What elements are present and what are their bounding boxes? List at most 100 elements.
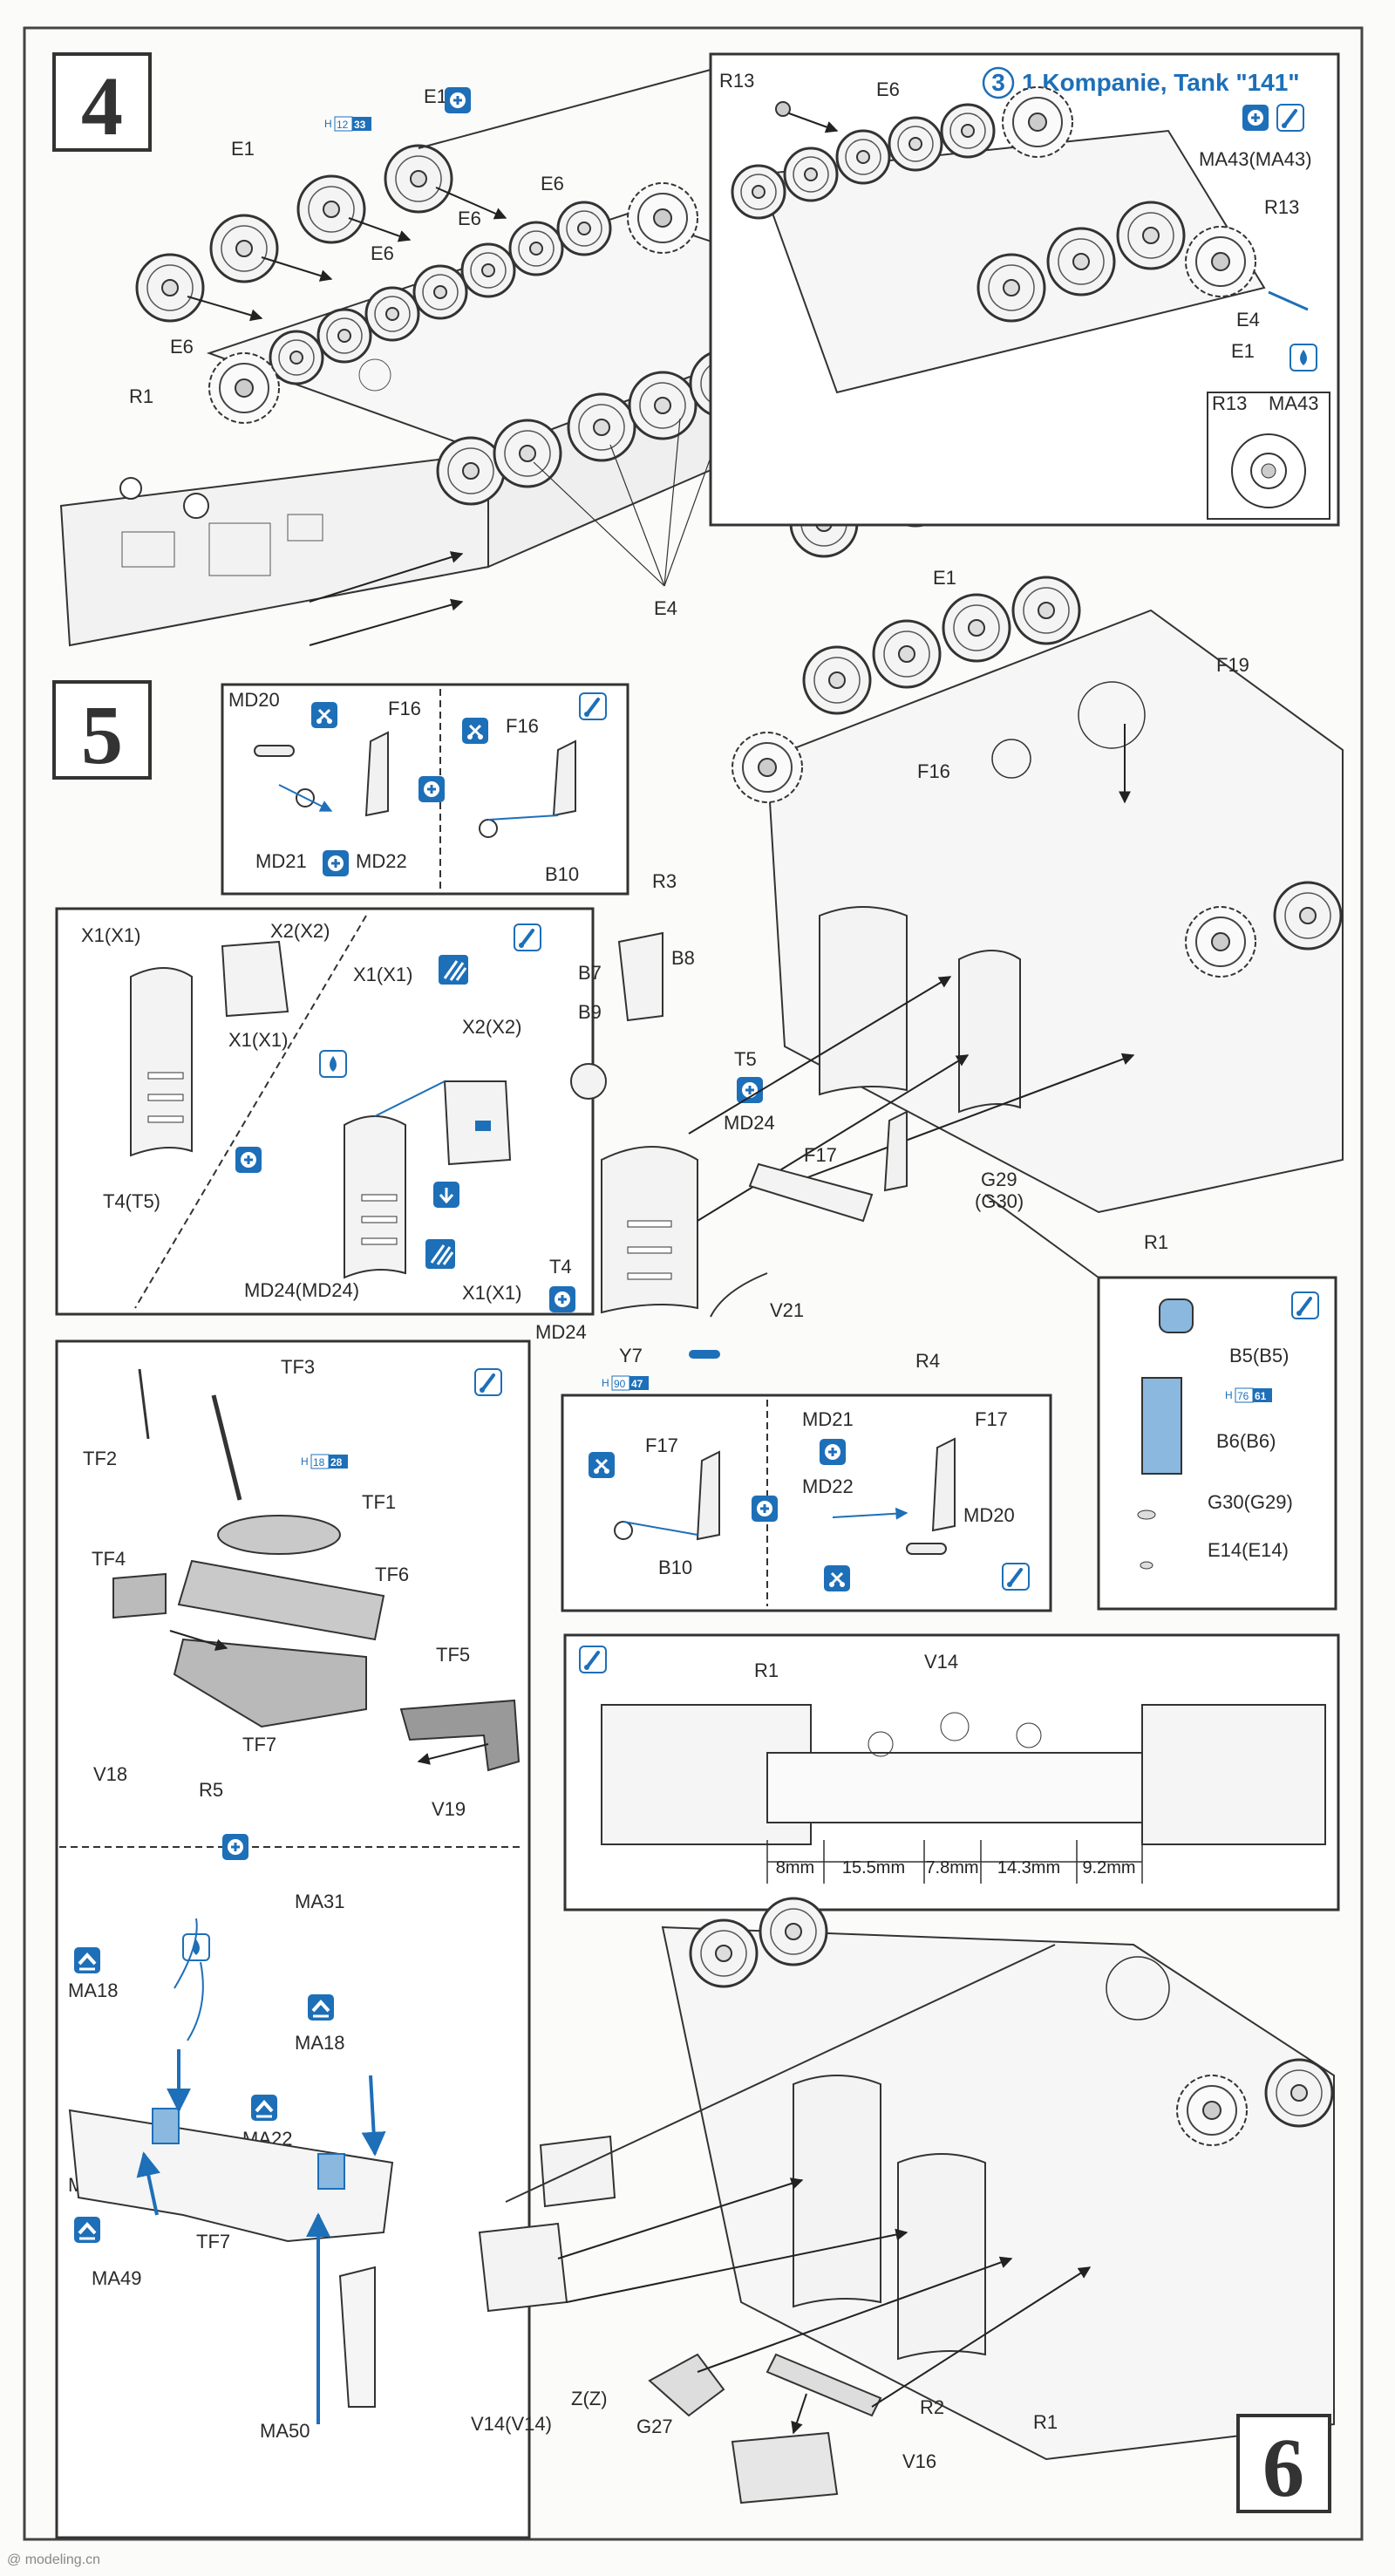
paint-ref-h76: H 76 61 bbox=[1225, 1387, 1272, 1403]
label-v18: V18 bbox=[93, 1763, 127, 1785]
part-t4-drawing bbox=[601, 1146, 698, 1314]
idler-wheel bbox=[208, 352, 280, 424]
hull-rear-s5 bbox=[766, 609, 1344, 1214]
label-r13-b: R13 bbox=[1264, 196, 1299, 218]
label-g30g29: G30(G29) bbox=[1208, 1491, 1293, 1513]
label-f16-b: F16 bbox=[506, 715, 539, 737]
label-ma31: MA31 bbox=[295, 1891, 344, 1912]
paint-ref-h90: H 90 47 bbox=[602, 1375, 649, 1391]
label-f17-a: F17 bbox=[645, 1435, 678, 1456]
label-b9: B9 bbox=[578, 1001, 602, 1023]
inset-f16: MD20 F16 MD21 MD22 F16 B10 bbox=[221, 683, 629, 896]
label-md21: MD21 bbox=[255, 850, 307, 872]
svg-text:12: 12 bbox=[337, 119, 349, 131]
label-g29: G29 bbox=[981, 1169, 1017, 1190]
watermark: @ modeling.cn bbox=[7, 2552, 100, 2567]
label-ma49: MA49 bbox=[92, 2267, 141, 2289]
label-x2-a: X2(X2) bbox=[270, 920, 330, 942]
label-v16: V16 bbox=[902, 2450, 936, 2472]
step-5-number: 5 bbox=[81, 688, 123, 781]
label-e4: E4 bbox=[654, 597, 677, 619]
step-5-box bbox=[52, 680, 152, 780]
label-e6-b: E6 bbox=[371, 242, 394, 264]
label-b7: B7 bbox=[578, 962, 602, 984]
label-x2-b: X2(X2) bbox=[462, 1016, 521, 1038]
step-4-number: 4 bbox=[81, 59, 123, 153]
label-v14v14: V14(V14) bbox=[471, 2413, 552, 2435]
inset-travel-lock: TF2 TF3 H 18 28 TF1 TF4 TF6 TF5 TF7 V18 … bbox=[55, 1339, 531, 2539]
svg-text:76: 76 bbox=[1237, 1390, 1249, 1402]
label-tf6: TF6 bbox=[375, 1564, 409, 1585]
label-b5: B5(B5) bbox=[1229, 1345, 1289, 1366]
label-g30-paren: (G30) bbox=[975, 1190, 1024, 1212]
label-y7: Y7 bbox=[619, 1345, 643, 1366]
label-md21-b: MD21 bbox=[802, 1408, 854, 1430]
label-f17-main: F17 bbox=[804, 1144, 837, 1166]
label-tf4: TF4 bbox=[92, 1548, 126, 1570]
svg-text:H: H bbox=[602, 1377, 609, 1389]
svg-text:33: 33 bbox=[354, 119, 366, 131]
label-r13-a: R13 bbox=[719, 70, 754, 92]
label-ma43-paren: MA43(MA43) bbox=[1199, 148, 1312, 170]
label-e1-a: E1 bbox=[231, 138, 255, 160]
inset-t4: X1(X1) X2(X2) X1(X1) T4(T5) X1(X1) X2(X2… bbox=[55, 907, 595, 1316]
dim-3: 7.8mm bbox=[925, 1858, 978, 1877]
page-frame bbox=[23, 26, 1364, 2541]
label-e1-inset: E1 bbox=[1231, 340, 1255, 362]
label-e14: E14(E14) bbox=[1208, 1539, 1289, 1561]
label-r5: R5 bbox=[199, 1779, 223, 1801]
kompanie-title: 1.Kompanie, Tank "141" bbox=[1022, 69, 1300, 96]
label-md24-a: MD24 bbox=[724, 1112, 775, 1134]
svg-text:61: 61 bbox=[1255, 1390, 1267, 1402]
label-b6: B6(B6) bbox=[1216, 1430, 1276, 1452]
paint-ref-h12: H 12 33 bbox=[324, 116, 371, 132]
label-g27: G27 bbox=[636, 2416, 673, 2437]
label-e1-b: E1 bbox=[424, 85, 447, 107]
label-v19: V19 bbox=[432, 1798, 466, 1820]
label-md24-b: MD24 bbox=[535, 1321, 587, 1343]
label-z: Z(Z) bbox=[571, 2388, 608, 2409]
label-x1-d: X1(X1) bbox=[462, 1282, 521, 1304]
label-e1-c: E1 bbox=[933, 567, 956, 589]
label-ma43-detail: MA43 bbox=[1269, 392, 1318, 414]
label-md22-b: MD22 bbox=[802, 1475, 854, 1497]
label-r13-detail: R13 bbox=[1212, 392, 1247, 414]
svg-text:H: H bbox=[324, 118, 332, 130]
label-tf3: TF3 bbox=[281, 1356, 315, 1378]
inset-b5: B5(B5) H 76 61 B6(B6) G30(G29) E14(E14) bbox=[984, 1194, 1337, 1611]
label-md20-a: MD20 bbox=[228, 689, 280, 711]
label-ma18-b: MA18 bbox=[295, 2032, 344, 2054]
dim-4: 14.3mm bbox=[997, 1858, 1060, 1877]
step-6: V14(V14) Z(Z) G27 R2 R1 V16 6 bbox=[471, 1897, 1335, 2514]
step-5: 5 MD20 F16 MD21 MD22 F16 B10 bbox=[52, 576, 1344, 1612]
label-tf7: TF7 bbox=[242, 1734, 276, 1755]
dim-2: 15.5mm bbox=[842, 1858, 905, 1877]
svg-text:18: 18 bbox=[313, 1456, 325, 1469]
label-e6-c: E6 bbox=[458, 208, 481, 229]
label-f17-b: F17 bbox=[975, 1408, 1008, 1430]
label-tf7-b: TF7 bbox=[196, 2231, 230, 2252]
label-e4-inset: E4 bbox=[1236, 309, 1260, 331]
label-r4: R4 bbox=[915, 1350, 940, 1372]
dim-5: 9.2mm bbox=[1082, 1858, 1135, 1877]
label-md24md24: MD24(MD24) bbox=[244, 1279, 359, 1301]
label-x1-b: X1(X1) bbox=[228, 1029, 288, 1051]
step-6-number: 6 bbox=[1262, 2421, 1304, 2514]
kompanie-circled-number: 3 bbox=[991, 69, 1005, 96]
label-v14-dim: V14 bbox=[924, 1651, 958, 1673]
svg-text:H: H bbox=[301, 1455, 309, 1468]
label-x1-a: X1(X1) bbox=[81, 924, 140, 946]
step-4-box bbox=[52, 52, 152, 152]
step-4: 4 bbox=[52, 52, 1340, 647]
label-v21: V21 bbox=[770, 1299, 804, 1321]
label-e6-d: E6 bbox=[541, 173, 564, 194]
label-ma50: MA50 bbox=[260, 2420, 310, 2442]
label-r1-s5: R1 bbox=[1144, 1231, 1168, 1253]
label-r1-s6: R1 bbox=[1033, 2411, 1058, 2433]
label-b10-a: B10 bbox=[545, 863, 579, 885]
label-f19: F19 bbox=[1216, 654, 1249, 676]
hull-rear-s6 bbox=[661, 1925, 1335, 2461]
step-6-box bbox=[1236, 2414, 1331, 2513]
svg-text:H: H bbox=[1225, 1389, 1233, 1401]
